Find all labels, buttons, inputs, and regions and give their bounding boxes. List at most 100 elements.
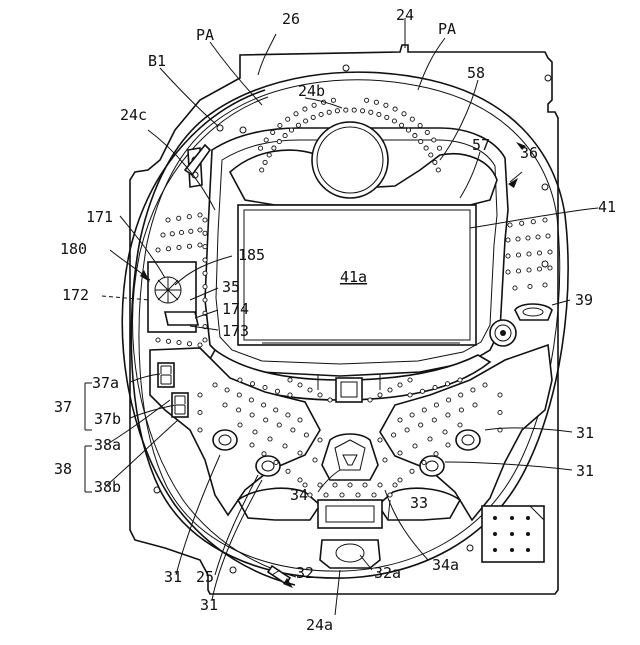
nail-pin [264,138,268,142]
nail-pin [498,410,502,414]
nail-pin [156,248,160,252]
nail-pin [203,258,207,262]
nail-pin [289,128,293,132]
nail-pin [392,433,396,437]
nail-pin [400,123,404,127]
label-35: 35 [222,278,240,296]
nail-pin [483,383,487,387]
label-37: 37 [54,398,72,416]
nail-pin [278,123,282,127]
nail-pin [543,283,547,287]
nail-pin [311,115,315,119]
nail-pin [308,388,312,392]
nail-pin [405,428,409,432]
nail-pin [286,117,290,121]
nail-pin [198,428,202,432]
nail-pin [344,108,348,112]
nail-pin [283,444,287,448]
nail-pin [189,229,193,233]
nail-pin [543,218,547,222]
large-winning-device [318,500,382,528]
label-37b: 37b [94,410,121,428]
label-38a: 38a [94,436,121,454]
nail-pin [335,109,339,113]
nail-pin [365,98,369,102]
label-26: 26 [282,10,300,28]
nail-pin [520,221,524,225]
nail-pin [398,451,402,455]
label-171: 171 [86,208,113,226]
nail-pin [198,343,202,347]
nail-pin [238,423,242,427]
label-172: 172 [62,286,89,304]
label-31-right-lower: 31 [576,462,594,480]
nail-pin [516,237,520,241]
nail-pin [237,393,241,397]
nail-pin [419,423,423,427]
nail-pin [425,130,429,134]
nail-pin [537,251,541,255]
nail-pin [298,478,302,482]
nail-pin [318,438,322,442]
nail-pin [433,160,437,164]
nail-pin [333,483,337,487]
nail-pin [446,413,450,417]
nail-pin [263,160,267,164]
nail-pin [264,418,268,422]
nail-pin [385,115,389,119]
label-b1: B1 [148,52,166,70]
nail-pin [420,389,424,393]
nail-pin [267,153,271,157]
nail-pin [434,403,438,407]
nail-pin [388,493,392,497]
label-173: 173 [222,322,249,340]
nail-pin [308,493,312,497]
nail-pin [213,383,217,387]
nail-pin [526,236,530,240]
nail-pin [274,460,278,464]
nail-pin [274,408,278,412]
nail-pin [271,130,275,134]
nail-pin [203,298,207,302]
nail-pin [250,382,254,386]
label-24c: 24c [120,106,147,124]
nail-pin [318,393,322,397]
nail-pin [361,109,365,113]
label-pa-left: PA [196,26,214,44]
right-gate [515,304,552,320]
nail-pin [422,460,426,464]
label-34: 34 [290,486,308,504]
left-gate [165,312,198,325]
label-174: 174 [222,300,249,318]
nail-pin [198,228,202,232]
nail-pin [286,413,290,417]
nail-pin [166,247,170,251]
nail-pin [298,383,302,387]
nail-pin [258,146,262,150]
nail-pin [331,98,335,102]
label-25: 25 [196,568,214,586]
label-185: 185 [238,246,265,264]
nail-pin [516,253,520,257]
nail-pin [410,117,414,121]
nail-pin [203,218,207,222]
nail-pin [296,123,300,127]
nail-pin [513,286,517,290]
nail-pin [312,103,316,107]
nail-pin [392,119,396,123]
nail-pin [203,338,207,342]
nail-pin [436,168,440,172]
nail-pin [272,146,276,150]
nail-pin [410,413,414,417]
nail-pin [187,215,191,219]
nail-pin [410,469,414,473]
nail-pin [179,230,183,234]
nail-pin [406,128,410,132]
label-33: 33 [410,494,428,512]
nail-pin [434,452,438,456]
nail-pin [548,250,552,254]
nail-pin [378,393,382,397]
pocket-left-2 [256,456,280,476]
nail-pin [393,107,397,111]
